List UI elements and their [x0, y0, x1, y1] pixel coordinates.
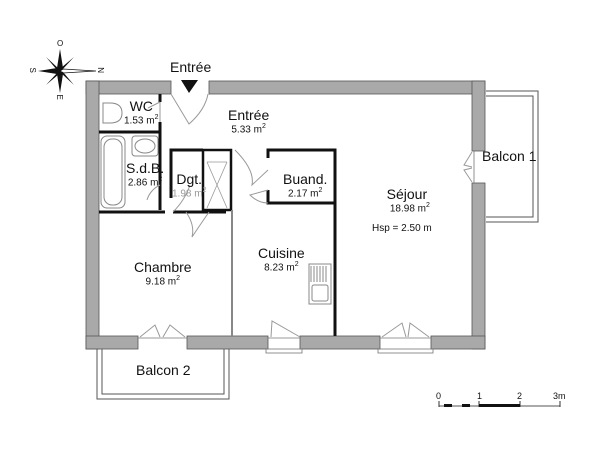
compass-south: S — [27, 67, 37, 73]
room-entree: Entrée 5.33 m2 — [228, 108, 269, 136]
room-name: S.d.B. — [126, 160, 165, 176]
service-shaft — [206, 161, 228, 209]
room-wc: WC 1.53 m2 — [124, 99, 158, 127]
room-name: WC — [129, 98, 153, 114]
compass-east: E — [54, 94, 64, 100]
room-name: Entrée — [228, 107, 270, 123]
entrance-label: Entrée — [170, 59, 212, 75]
compass-north: N — [96, 67, 106, 74]
room-sejour: Séjour 18.98 m2 Hsp = 2.50 m — [372, 186, 432, 234]
entrance-arrow-icon — [181, 80, 198, 93]
room-name: Chambre — [134, 259, 192, 275]
scale-tick-0: 0 — [436, 391, 442, 401]
compass-west: O — [57, 39, 64, 48]
room-area: 2.86 m2 — [127, 175, 163, 189]
room-area: 18.98 m2 — [389, 201, 430, 215]
door-swings — [139, 93, 473, 338]
scale-tick-2: 2 — [517, 391, 523, 401]
balcon-2-label: Balcon 2 — [136, 362, 191, 378]
scale-tick-1: 1 — [477, 391, 483, 401]
balcon-1-railing — [486, 90, 539, 223]
balcon-2-railing — [96, 345, 230, 400]
ceiling-height: Hsp = 2.50 m — [372, 222, 432, 234]
room-area: 2.17 m2 — [287, 186, 323, 200]
window-sills — [138, 151, 475, 354]
room-sdb: S.d.B. 2.86 m2 — [126, 161, 164, 189]
exterior-walls — [85, 80, 486, 350]
room-area: 8.23 m2 — [264, 260, 299, 274]
room-name: Buand. — [283, 171, 328, 187]
room-cuisine: Cuisine 8.23 m2 — [258, 246, 305, 274]
scale-tick-3m: 3m — [553, 391, 566, 401]
room-buand: Buand. 2.17 m2 — [283, 172, 327, 200]
room-area: 9.18 m2 — [145, 274, 181, 288]
room-dgt: Dgt. 1.98 m2 — [172, 172, 206, 200]
room-name: Dgt. — [176, 171, 203, 187]
room-area: 1.53 m2 — [124, 113, 159, 127]
room-name: Cuisine — [258, 245, 305, 261]
balcon-1-label: Balcon 1 — [482, 148, 537, 164]
scale-bar — [438, 401, 561, 407]
room-chambre: Chambre 9.18 m2 — [134, 260, 192, 288]
interior-partitions — [99, 94, 337, 336]
room-area: 5.33 m2 — [231, 122, 266, 136]
room-area: 1.98 m2 — [172, 186, 207, 200]
compass-rose-icon — [38, 49, 97, 93]
fixtures — [100, 102, 332, 305]
room-name: Séjour — [386, 186, 428, 202]
